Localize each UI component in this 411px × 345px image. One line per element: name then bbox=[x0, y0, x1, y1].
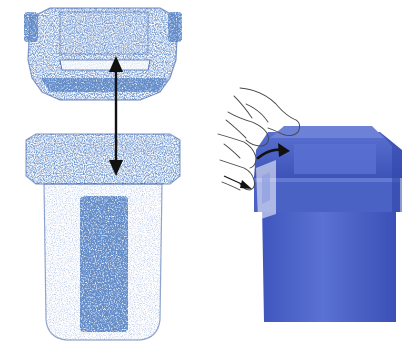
lid-slot bbox=[60, 60, 150, 70]
canister-lid bbox=[24, 8, 182, 100]
lid-top-panel bbox=[60, 12, 148, 54]
assembled-view bbox=[218, 88, 402, 322]
motion-line-arrow bbox=[224, 176, 252, 189]
assembled-canister bbox=[254, 126, 402, 322]
canister-opening bbox=[41, 141, 165, 155]
exploded-view bbox=[24, 8, 182, 340]
canister-body bbox=[26, 134, 180, 340]
